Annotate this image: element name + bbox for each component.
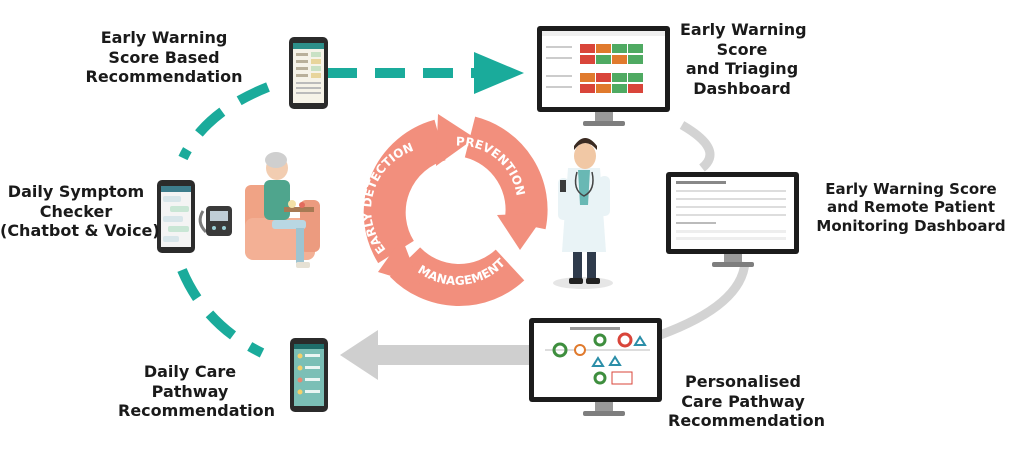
phone-daily-care-pathway <box>290 338 328 412</box>
label-line: Recommendation <box>118 401 275 421</box>
label-line: Score Based <box>108 47 220 67</box>
label-line: Early Warning Score <box>825 180 997 198</box>
teal-dashed-arrow <box>327 52 524 94</box>
label-line: Monitoring Dashboard <box>816 216 1006 235</box>
blood-pressure-monitor <box>198 206 232 236</box>
label-line: (Chatbot & Voice) <box>0 221 160 241</box>
elderly-patient-illustration <box>245 152 320 268</box>
label-symptom-checker: Daily Symptom Checker (Chatbot & Voice) <box>0 182 160 241</box>
label-ews-recommendation: Early Warning Score Based Recommendation <box>84 28 244 87</box>
label-line: and Triaging <box>685 59 799 79</box>
label-personalised-care: Personalised Care Pathway Recommendation <box>668 372 825 431</box>
label-line: Early Warning <box>100 28 228 47</box>
grey-arrow-left <box>340 330 530 380</box>
label-line: Early Warning <box>680 20 807 39</box>
label-line: Care Pathway <box>681 391 805 411</box>
monitor-remote-monitoring-dashboard <box>666 172 799 267</box>
doctor-illustration <box>553 138 613 289</box>
label-line: Pathway <box>151 381 229 401</box>
label-line: Daily Care <box>143 362 237 381</box>
teal-dashed-loop <box>177 82 270 358</box>
monitor-triaging-dashboard <box>537 26 670 126</box>
phone-symptom-checker <box>157 180 195 253</box>
label-line: and Remote Patient <box>826 198 996 217</box>
label-line: Recommendation <box>85 67 243 87</box>
label-line: Recommendation <box>668 411 825 431</box>
label-line: Checker <box>39 201 113 221</box>
phone-ews-recommendation <box>289 37 328 109</box>
label-daily-care: Daily Care Pathway Recommendation <box>118 362 275 421</box>
monitor-care-pathway <box>529 318 662 416</box>
care-cycle: EARLY DETECTION PREVENTION MANAGEMENT <box>360 114 548 306</box>
grey-arc <box>658 121 750 340</box>
label-line: Score <box>716 39 768 59</box>
label-remote-monitoring: Early Warning Score and Remote Patient M… <box>808 180 1014 235</box>
label-line: Dashboard <box>693 78 791 98</box>
label-line: Daily Symptom <box>7 182 145 201</box>
label-ews-triaging: Early Warning Score and Triaging Dashboa… <box>680 20 807 98</box>
label-line: Personalised <box>685 372 801 391</box>
